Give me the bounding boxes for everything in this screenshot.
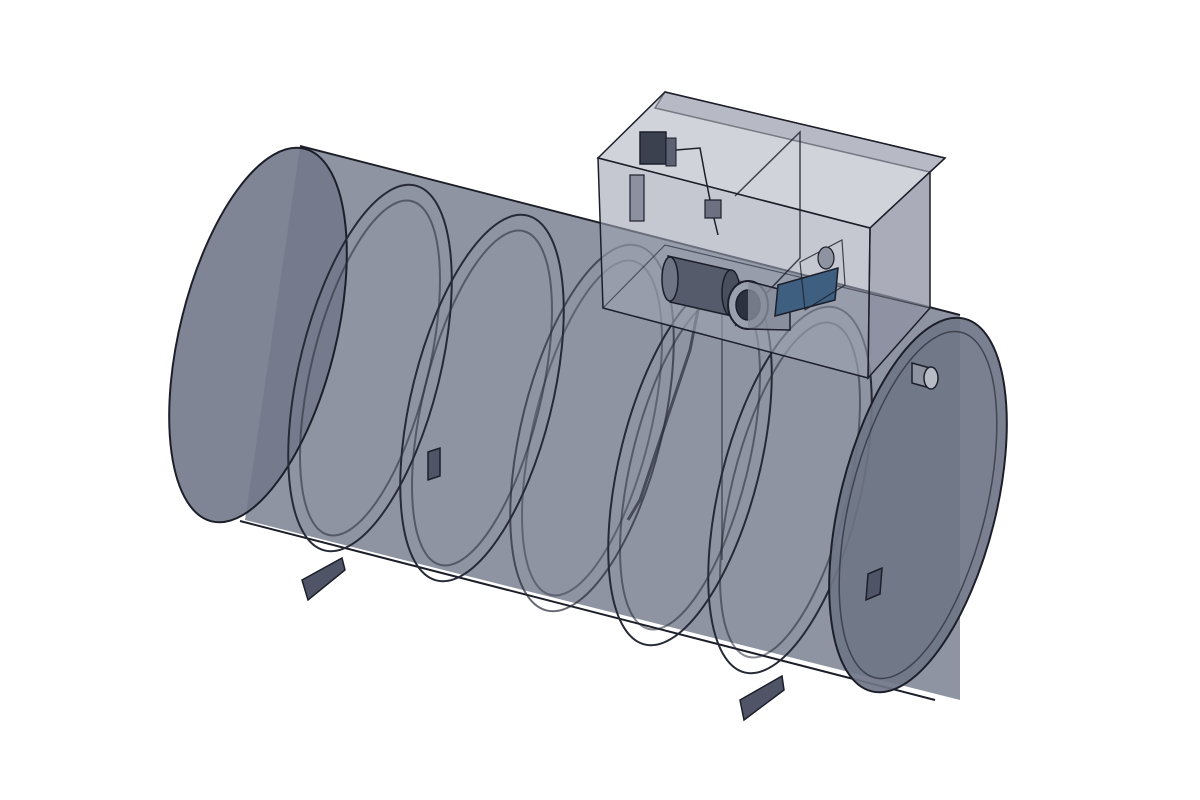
tank-left-end-cap xyxy=(168,146,348,524)
leg-rear-right xyxy=(865,566,883,602)
vertical-valve-body xyxy=(629,174,645,222)
control-unit xyxy=(639,131,667,165)
side-port xyxy=(817,246,835,270)
ring-1 xyxy=(287,183,453,553)
control-unit-side xyxy=(665,137,677,167)
nozzle-face xyxy=(923,366,939,390)
leg-front-right xyxy=(739,674,785,722)
ring-2-inner xyxy=(411,229,553,567)
box-front-face xyxy=(597,157,871,379)
deflector-plate xyxy=(774,266,839,318)
internal-pipe xyxy=(626,299,702,521)
tank-right-end-cap xyxy=(828,316,1008,694)
small-valve xyxy=(704,199,722,219)
pump-end-left xyxy=(661,256,679,302)
equipment-box xyxy=(596,91,947,381)
leg-front-left xyxy=(301,556,346,602)
ring-2 xyxy=(399,213,565,583)
support-legs xyxy=(301,446,883,722)
tank-right-end-cap-rim xyxy=(838,330,998,680)
outlet-nozzle xyxy=(911,362,939,390)
tank-bottom-edge xyxy=(239,520,936,701)
leg-rear-left xyxy=(427,446,441,482)
